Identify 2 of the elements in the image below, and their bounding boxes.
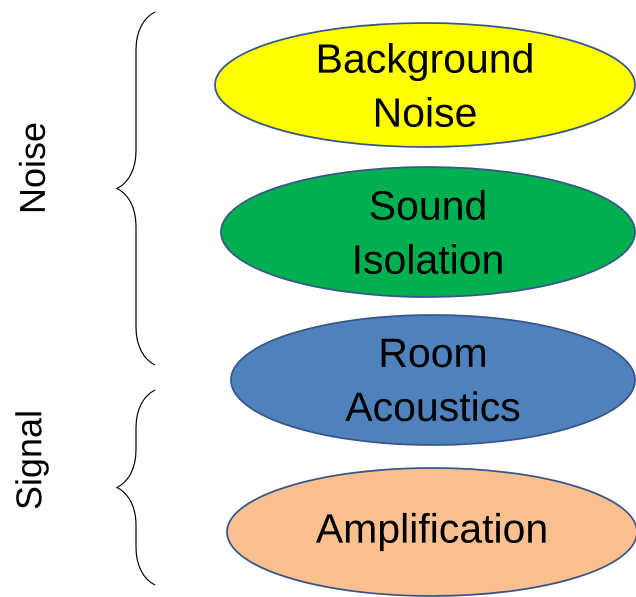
group-label: Noise: [18, 124, 46, 212]
group-label: Signal: [15, 412, 49, 508]
